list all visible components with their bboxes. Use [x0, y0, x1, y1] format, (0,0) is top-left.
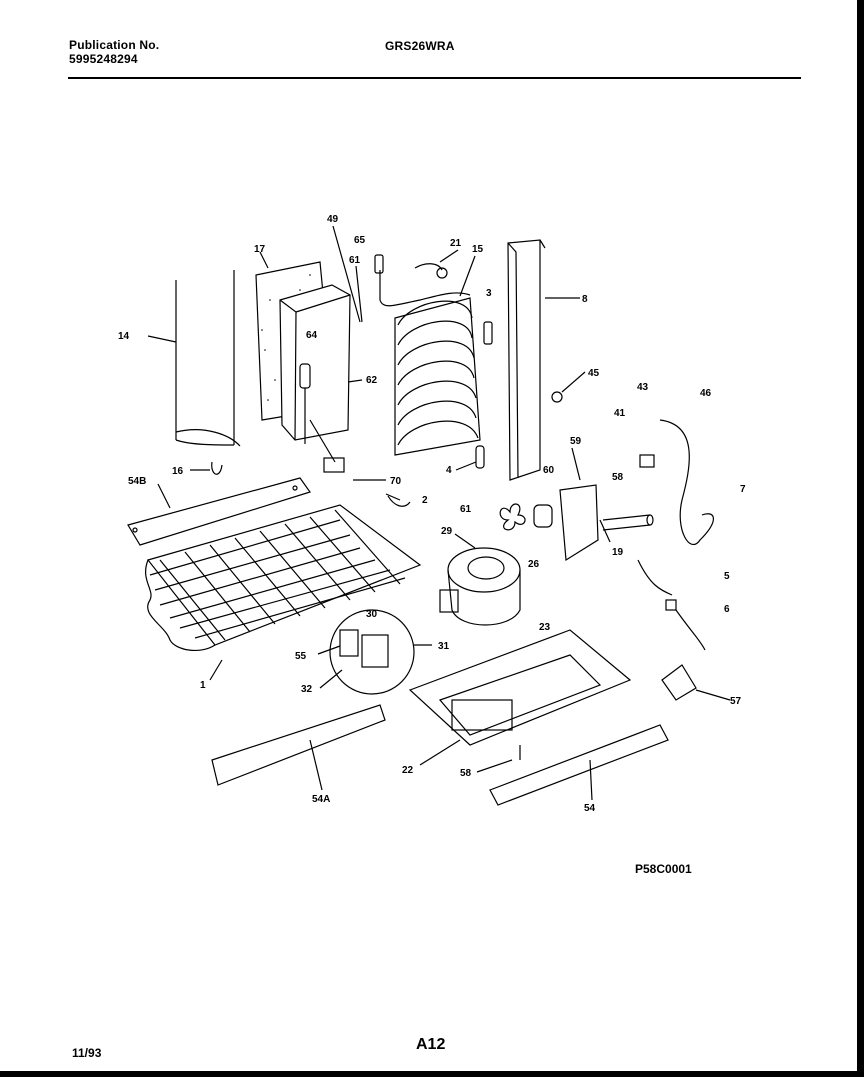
part-2 [387, 495, 411, 507]
callout-54B: 54B [128, 476, 146, 487]
part-57 [661, 664, 697, 701]
callout-64: 64 [306, 330, 318, 341]
part-motor-60 [533, 504, 553, 528]
callout-4: 4 [446, 465, 452, 476]
part-tube-19 [602, 514, 654, 531]
callout-17: 17 [254, 244, 266, 255]
callout-16: 16 [172, 466, 184, 477]
part-condenser-1 [145, 504, 422, 652]
part-bracket-54A [211, 704, 386, 786]
part-bracket-54 [489, 724, 669, 806]
part-cord-7 [659, 419, 714, 546]
callout-58-top: 58 [612, 472, 624, 483]
page-border-right [857, 0, 864, 1077]
callout-45: 45 [588, 368, 600, 379]
part-relay-group [329, 609, 415, 695]
callout-22: 22 [402, 765, 414, 776]
part-base-22 [408, 629, 632, 746]
callout-32: 32 [301, 684, 313, 695]
part-bracket-54B [127, 477, 311, 546]
callout-58: 58 [460, 768, 472, 779]
page-number: A12 [416, 1036, 446, 1053]
callout-55: 55 [295, 651, 307, 662]
model-number: GRS26WRA [385, 39, 455, 53]
callout-60: 60 [543, 465, 555, 476]
callout-1: 1 [200, 680, 206, 691]
publication-number: 5995248294 [69, 52, 138, 66]
part-compressor-29 [439, 547, 521, 626]
callout-65: 65 [354, 235, 366, 246]
part-wire-5 [637, 559, 673, 596]
callout-7: 7 [740, 484, 746, 495]
callout-70: 70 [390, 476, 402, 487]
part-cover-62 [279, 284, 351, 473]
callout-21: 21 [450, 238, 462, 249]
callout-19: 19 [612, 547, 624, 558]
part-sensor-3 [483, 321, 493, 345]
part-fan-61 [499, 503, 526, 531]
callout-41: 41 [614, 408, 626, 419]
page-border-bottom [0, 1071, 864, 1077]
callout-61: 61 [460, 504, 472, 515]
callout-14: 14 [118, 331, 130, 342]
callout-61-top: 61 [349, 255, 361, 266]
diagram-code: P58C0001 [635, 862, 692, 876]
callout-26: 26 [528, 559, 540, 570]
callout-2: 2 [422, 495, 428, 506]
callout-31: 31 [438, 641, 450, 652]
callout-23: 23 [539, 622, 551, 633]
part-sensor-4 [475, 445, 485, 469]
part-connector-6 [665, 599, 677, 611]
part-shroud-59 [559, 484, 599, 562]
footer-date: 11/93 [72, 1046, 102, 1060]
part-plug-7 [639, 454, 655, 468]
callout-54: 54 [584, 803, 596, 814]
callout-62: 62 [366, 375, 378, 386]
part-heater-14 [175, 270, 241, 447]
part-channel-8 [507, 239, 546, 481]
callout-54A: 54A [312, 794, 330, 805]
part-screw-45 [551, 391, 563, 403]
callout-57: 57 [730, 696, 742, 707]
callout-6: 6 [724, 604, 730, 615]
callout-29: 29 [441, 526, 453, 537]
header-rule [68, 77, 801, 79]
callout-15: 15 [472, 244, 484, 255]
callout-46: 46 [700, 388, 712, 399]
part-clip-16 [211, 461, 223, 475]
callout-5: 5 [724, 571, 730, 582]
callout-3: 3 [486, 288, 492, 299]
part-21 [414, 263, 443, 271]
publication-label: Publication No. [69, 38, 160, 52]
callout-49: 49 [327, 214, 339, 225]
callout-43: 43 [637, 382, 649, 393]
callout-8: 8 [582, 294, 588, 305]
callout-30: 30 [366, 609, 378, 620]
callout-59: 59 [570, 436, 582, 447]
part-evaporator-15 [374, 254, 481, 456]
